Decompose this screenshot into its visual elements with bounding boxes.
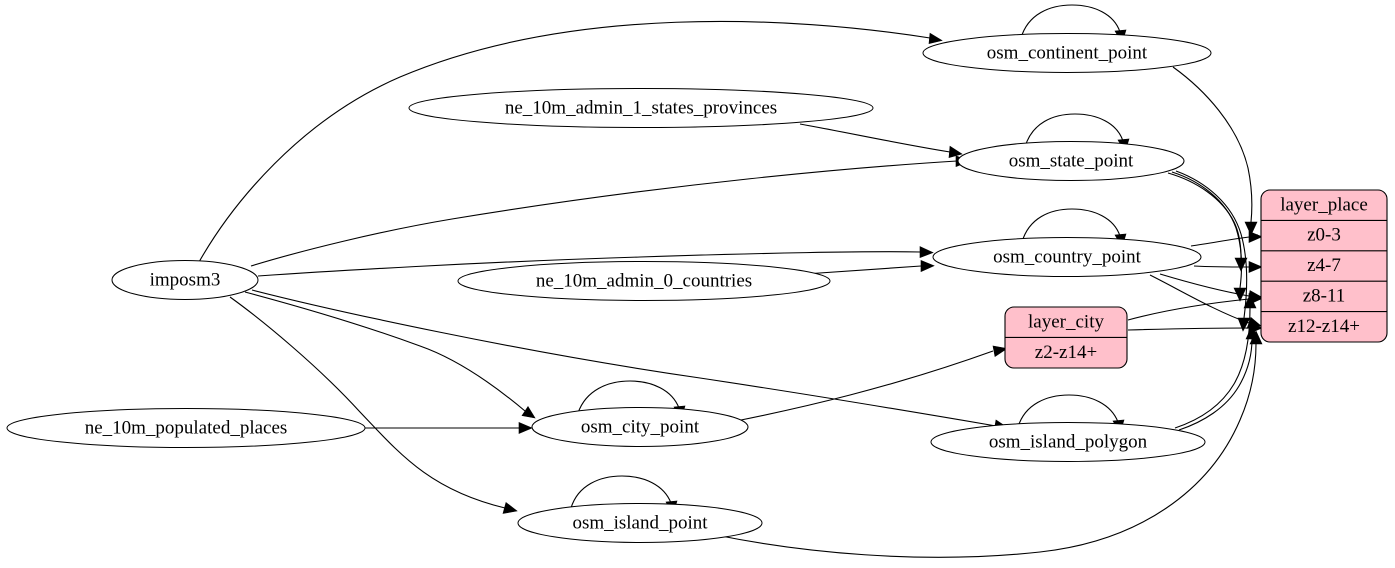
record-node-layer-city[interactable]: layer_city z2-z14+: [1004, 306, 1128, 369]
arrowhead: [521, 405, 536, 419]
edge-selfloop-osm-continent-point: [1020, 4, 1121, 39]
edge-osm-country-point-to-layer-place-z4-7: [1193, 265, 1250, 268]
edge-osm-country-point-to-layer-place-z8-11: [1159, 273, 1250, 297]
node-ne-10m-populated-places[interactable]: ne_10m_populated_places: [6, 408, 366, 448]
arrowhead: [1243, 294, 1257, 309]
edge-selfloop-osm-country-point: [1021, 208, 1121, 243]
edge-layer-city-to-layer-place-z8-11: [1127, 298, 1250, 321]
edge-selfloop-osm-island-point: [570, 475, 672, 509]
edge-imposm3-to-osm-island-polygon: [251, 289, 997, 427]
node-osm-island-point[interactable]: osm_island_point: [517, 503, 763, 543]
node-shape-ne-populated[interactable]: [6, 408, 366, 448]
edge-osm-island-polygon-to-layer-place-z8-11: [1174, 307, 1251, 429]
node-osm-city-point[interactable]: osm_city_point: [531, 407, 749, 447]
node-shape-ne-admin1[interactable]: [408, 88, 874, 128]
arrowhead: [1244, 221, 1258, 236]
arrowhead: [1249, 330, 1263, 345]
arrowhead: [920, 259, 935, 273]
node-imposm3[interactable]: imposm3: [111, 260, 259, 300]
node-shape-osm-city-point[interactable]: [531, 407, 749, 447]
arrowhead: [992, 345, 1008, 358]
node-shape-osm-island-point[interactable]: [517, 503, 763, 543]
edge-osm-city-point-to-layer-city-z2-z14: [740, 350, 994, 421]
arrowhead: [1248, 261, 1263, 273]
node-shape-osm-state-point[interactable]: [957, 141, 1185, 181]
edge-osm-island-point-to-layer-place-z12-z14: [715, 343, 1257, 558]
edge-imposm3-to-osm-country-point: [257, 251, 922, 277]
node-ne-10m-admin-0-countries[interactable]: ne_10m_admin_0_countries: [457, 261, 831, 301]
edge-selfloop-osm-island-polygon: [1017, 394, 1119, 428]
node-osm-continent-point[interactable]: osm_continent_point: [922, 33, 1212, 73]
node-shape-ne-admin0[interactable]: [457, 261, 831, 301]
node-shape-osm-continent-point[interactable]: [922, 33, 1212, 73]
arrowhead: [518, 422, 533, 434]
node-osm-island-polygon[interactable]: osm_island_polygon: [930, 422, 1206, 462]
edge-osm-country-point-to-layer-place-z0-3: [1190, 236, 1250, 247]
node-shape-osm-island-polygon[interactable]: [930, 422, 1206, 462]
edge-imposm3-to-osm-island-point: [229, 296, 506, 509]
node-shape-osm-country-point[interactable]: [932, 237, 1202, 277]
edge-osm-continent-point-to-layer-place-z0-3: [1172, 66, 1253, 223]
record-node-layer: layer_place z0-3 z4-7 z8-11 z12-z14+ lay…: [1004, 189, 1388, 369]
edge-osm-state-point-to-layer-place-z8-11: [1171, 171, 1243, 289]
edge-osm-island-polygon-to-layer-place-z12-z14: [1178, 338, 1253, 431]
node-shape-imposm3[interactable]: [111, 260, 259, 300]
edge-osm-country-point-to-layer-place-z12-z14: [1149, 274, 1250, 324]
node-layer: imposm3 ne_10m_admin_1_states_provinces …: [6, 33, 1212, 543]
edge-selfloop-osm-state-point: [1024, 113, 1124, 148]
node-ne-10m-admin-1-states-provinces[interactable]: ne_10m_admin_1_states_provinces: [408, 88, 874, 128]
edge-imposm3-to-osm-continent-point: [198, 20, 931, 263]
arrowhead: [919, 246, 934, 259]
node-osm-country-point[interactable]: osm_country_point: [932, 237, 1202, 277]
arrowhead: [1237, 317, 1251, 332]
edge-ne-admin1-to-osm-state-point: [799, 123, 951, 153]
record-node-layer-place[interactable]: layer_place z0-3 z4-7 z8-11 z12-z14+: [1260, 189, 1388, 343]
arrowhead: [948, 145, 963, 159]
edge-imposm3-to-osm-state-point: [250, 160, 958, 267]
edge-ne-admin0-to-osm-country-point: [804, 265, 922, 275]
arrowhead: [928, 32, 943, 44]
edge-selfloop-osm-city-point: [577, 380, 680, 414]
edge-imposm3-to-osm-city-point: [244, 291, 526, 412]
arrowhead: [502, 501, 518, 514]
record-box-layer-place[interactable]: [1260, 189, 1388, 343]
node-osm-state-point[interactable]: osm_state_point: [957, 141, 1185, 181]
arrowhead: [1248, 231, 1263, 243]
edge-layer-city-to-layer-place-z12-z14: [1127, 327, 1250, 331]
